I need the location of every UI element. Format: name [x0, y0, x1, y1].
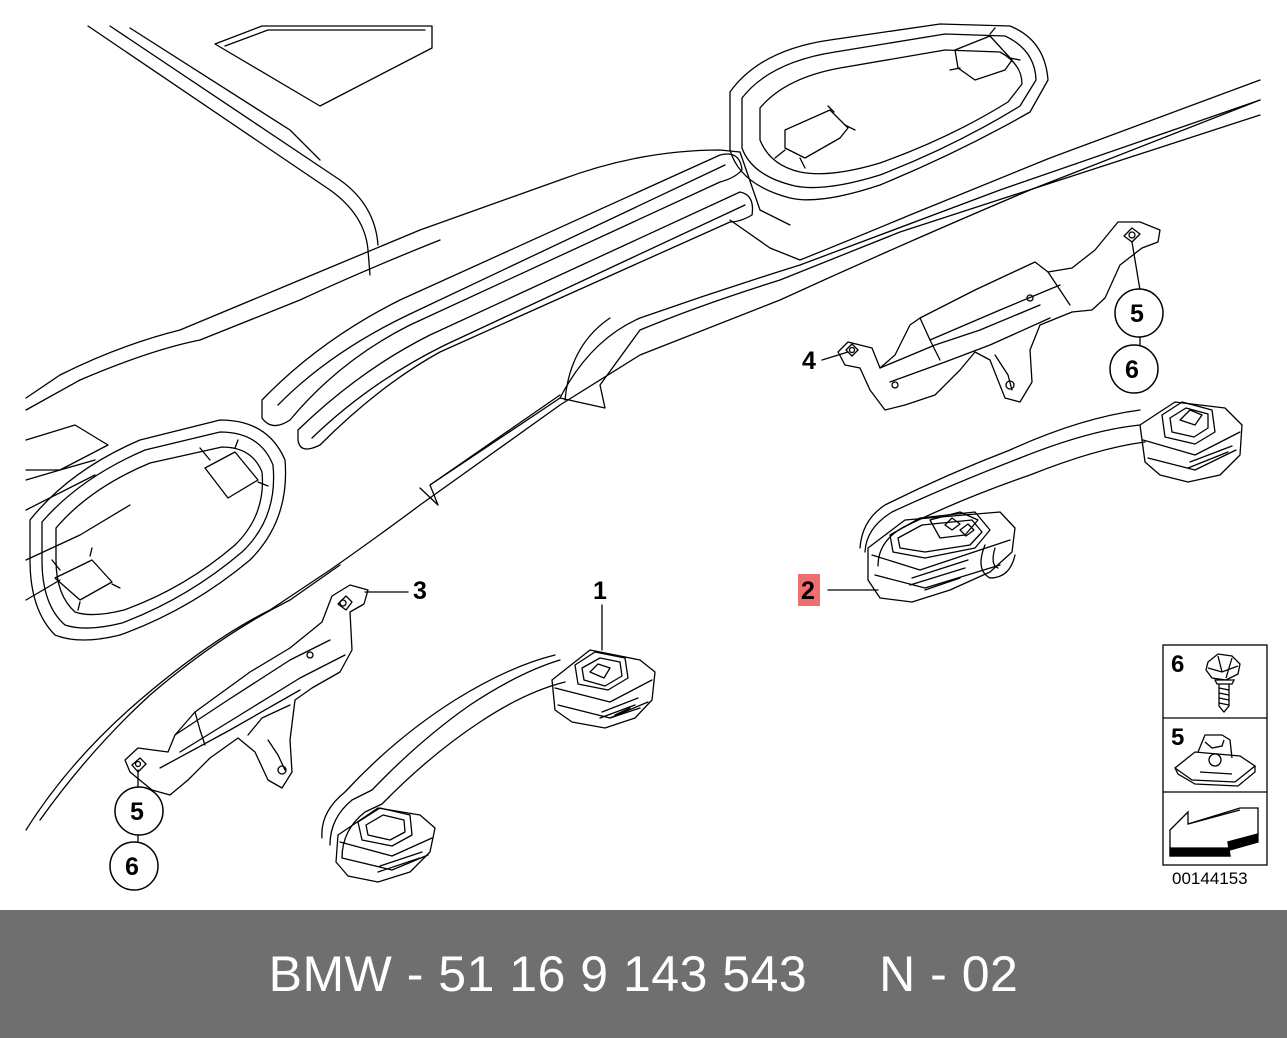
callout-2: 2	[801, 577, 815, 605]
callout-4: 4	[802, 347, 816, 375]
callout-6-left-circle	[109, 841, 159, 891]
parts-legend	[1162, 644, 1268, 866]
bracket-arrow-icon	[1169, 807, 1259, 857]
bracket-right	[821, 221, 1161, 411]
callout-2-highlight	[798, 574, 820, 606]
callout-6-right-circle	[1109, 344, 1159, 394]
grab-handle-2	[827, 401, 1243, 603]
callout-5-left: 5	[130, 798, 144, 826]
bracket-left	[124, 584, 409, 843]
screw-icon	[1205, 653, 1241, 714]
legend-item-6-number: 6	[1171, 651, 1184, 678]
clip-nut-icon	[1173, 734, 1257, 787]
callout-5-right-circle	[1114, 288, 1164, 338]
parts-diagram: 1 2 3 4 5 6 5 6	[25, 23, 1268, 891]
callout-3: 3	[413, 577, 427, 605]
callout-6-left: 6	[125, 853, 139, 881]
callout-1: 1	[593, 577, 607, 605]
legend-item-5-number: 5	[1171, 724, 1184, 751]
callout-5-left-circle	[114, 786, 164, 836]
callout-5-right: 5	[1130, 300, 1144, 328]
headliner	[25, 23, 1261, 831]
callout-6-right: 6	[1125, 356, 1139, 384]
diagram-id: 00144153	[1172, 869, 1248, 888]
grab-handle-1	[321, 649, 656, 883]
part-number-caption: BMW - 51 16 9 143 543 N - 02	[268, 946, 1019, 1002]
footer-bar: BMW - 51 16 9 143 543 N - 02	[0, 910, 1287, 1038]
